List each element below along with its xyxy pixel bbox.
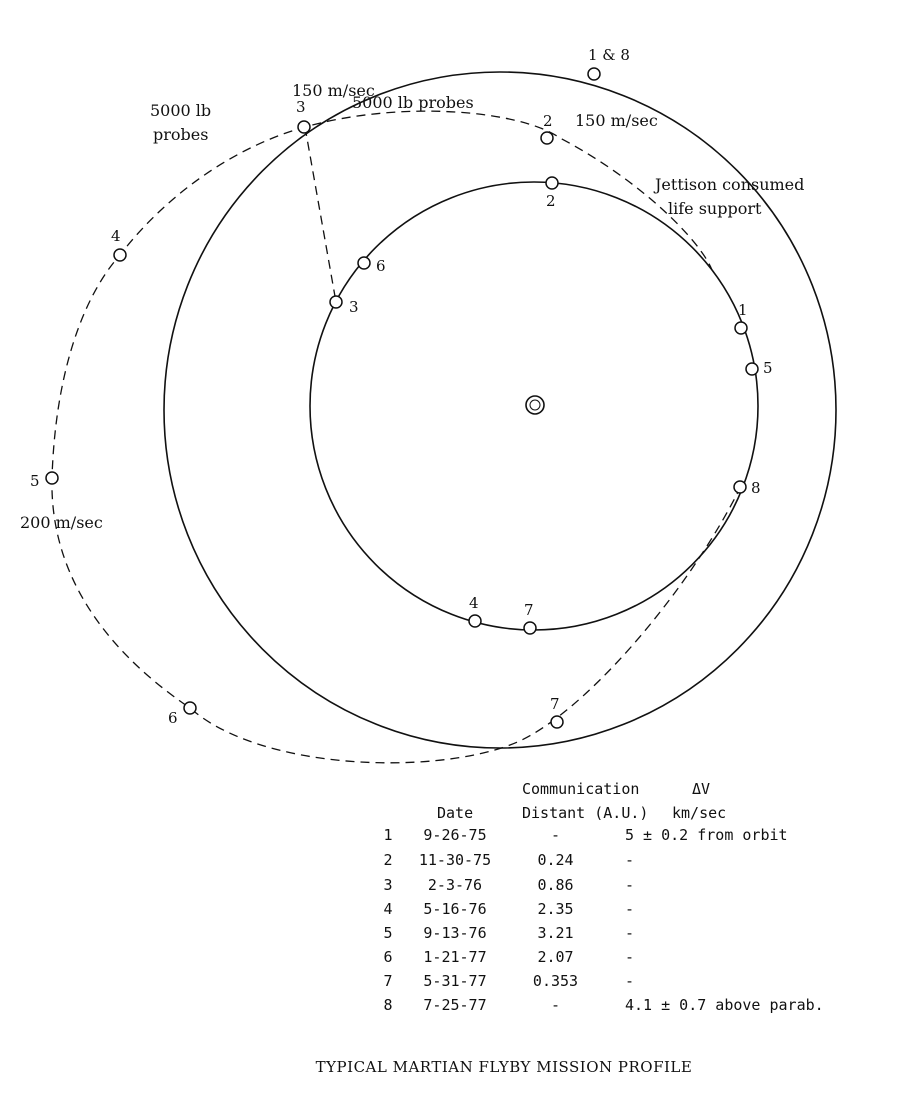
row-date: 5-31-77	[423, 972, 487, 990]
earth-label-3: 3	[349, 298, 359, 316]
mars-label-2: 2	[543, 112, 553, 130]
mars-point-1-8	[587, 67, 601, 81]
table-row: 2 11-30-75 0.24 -	[0, 851, 900, 875]
row-distance: -	[550, 826, 561, 844]
earth-point-8	[733, 480, 747, 494]
row-delta-v: 4.1 ± 0.7 above parab.	[625, 996, 824, 1014]
earth-label-5: 5	[763, 359, 773, 377]
earth-label-7: 7	[524, 601, 534, 619]
mars-label-5: 5	[30, 472, 40, 490]
mars-point-6	[183, 701, 197, 715]
row-distance: 3.21	[537, 924, 574, 942]
annotation-probes-left-2: probes	[153, 125, 208, 144]
earth-point-1	[734, 321, 748, 335]
table-row: 8 7-25-77 - 4.1 ± 0.7 above parab.	[0, 996, 900, 1020]
row-date: 2-3-76	[427, 876, 483, 894]
flyby-trajectory	[51, 110, 742, 764]
annotation-jettison-1: Jettison consumed	[653, 175, 804, 194]
row-date: 5-16-76	[423, 900, 487, 918]
earth-point-5	[745, 362, 759, 376]
row-distance: 0.86	[537, 876, 574, 894]
earth-label-6: 6	[376, 257, 386, 275]
earth-point-4	[468, 614, 482, 628]
table-row: 7 5-31-77 0.353 -	[0, 972, 900, 996]
row-number: 5	[383, 924, 393, 942]
table-row: 4 5-16-76 2.35 -	[0, 900, 900, 924]
sun-core	[529, 399, 541, 411]
row-distance: 2.35	[537, 900, 574, 918]
row-delta-v: -	[625, 924, 635, 942]
row-date: 7-25-77	[423, 996, 487, 1014]
row-date: 11-30-75	[418, 851, 492, 869]
mars-label-7: 7	[550, 695, 560, 713]
probe-transfer-path	[304, 126, 337, 303]
header-communication: Communication	[522, 780, 640, 798]
sun-marker	[525, 395, 545, 415]
row-distance: -	[550, 996, 561, 1014]
mars-label-4: 4	[111, 227, 121, 245]
row-number: 6	[383, 948, 393, 966]
header-units: km/sec	[672, 804, 727, 822]
mars-point-4	[113, 248, 127, 262]
mars-point-3	[297, 120, 311, 134]
header-date: Date	[437, 804, 474, 822]
row-number: 8	[383, 996, 393, 1014]
annotation-jettison-2: life support	[668, 199, 762, 218]
row-distance: 2.07	[537, 948, 574, 966]
mars-label-1-8: 1 & 8	[588, 46, 630, 64]
earth-point-7	[523, 621, 537, 635]
row-date: 9-13-76	[423, 924, 487, 942]
earth-point-6	[357, 256, 371, 270]
earth-point-2	[545, 176, 559, 190]
table-row: 5 9-13-76 3.21 -	[0, 924, 900, 948]
row-distance: 0.24	[537, 851, 574, 869]
mars-label-3: 3	[296, 98, 306, 116]
mission-diagram: 1 & 8 2 3 4 5 6 7 1 2 3 4 5 6 7 8 150 m/…	[20, 46, 837, 764]
earth-point-3	[329, 295, 343, 309]
annotation-dv-right: 150 m/sec	[575, 111, 658, 130]
table-row: 6 1-21-77 2.07 -	[0, 948, 900, 972]
header-delta-v: ΔV	[692, 780, 711, 798]
earth-label-1: 1	[738, 301, 748, 319]
row-delta-v: 5 ± 0.2 from orbit	[625, 826, 788, 844]
mars-orbit	[163, 71, 837, 749]
row-number: 4	[383, 900, 393, 918]
mars-point-7	[550, 715, 564, 729]
table-row: 1 9-26-75 - 5 ± 0.2 from orbit	[0, 826, 900, 850]
mars-point-5	[45, 471, 59, 485]
annotation-probes-left-1: 5000 lb	[150, 101, 211, 120]
row-delta-v: -	[625, 851, 635, 869]
earth-label-2: 2	[546, 192, 556, 210]
earth-label-8: 8	[751, 479, 761, 497]
annotation-probes-top: 5000 lb probes	[352, 93, 474, 112]
row-number: 1	[383, 826, 393, 844]
header-distant: Distant (A.U.)	[522, 804, 649, 822]
row-delta-v: -	[625, 900, 635, 918]
row-delta-v: -	[625, 876, 635, 894]
earth-label-4: 4	[469, 594, 479, 612]
row-distance: 0.353	[532, 972, 579, 990]
row-number: 3	[383, 876, 393, 894]
mission-table: Communication ΔV Date Distant (A.U.) km/…	[0, 778, 900, 1028]
row-date: 1-21-77	[423, 948, 487, 966]
mars-label-6: 6	[168, 709, 178, 727]
row-number: 7	[383, 972, 393, 990]
table-row: 3 2-3-76 0.86 -	[0, 876, 900, 900]
row-delta-v: -	[625, 948, 635, 966]
mars-point-2	[540, 131, 554, 145]
figure-caption: TYPICAL MARTIAN FLYBY MISSION PROFILE	[315, 1058, 693, 1076]
annotation-dv-top: 150 m/sec	[292, 81, 375, 100]
row-number: 2	[383, 851, 393, 869]
row-delta-v: -	[625, 972, 635, 990]
annotation-dv-left: 200 m/sec	[20, 513, 103, 532]
row-date: 9-26-75	[423, 826, 487, 844]
